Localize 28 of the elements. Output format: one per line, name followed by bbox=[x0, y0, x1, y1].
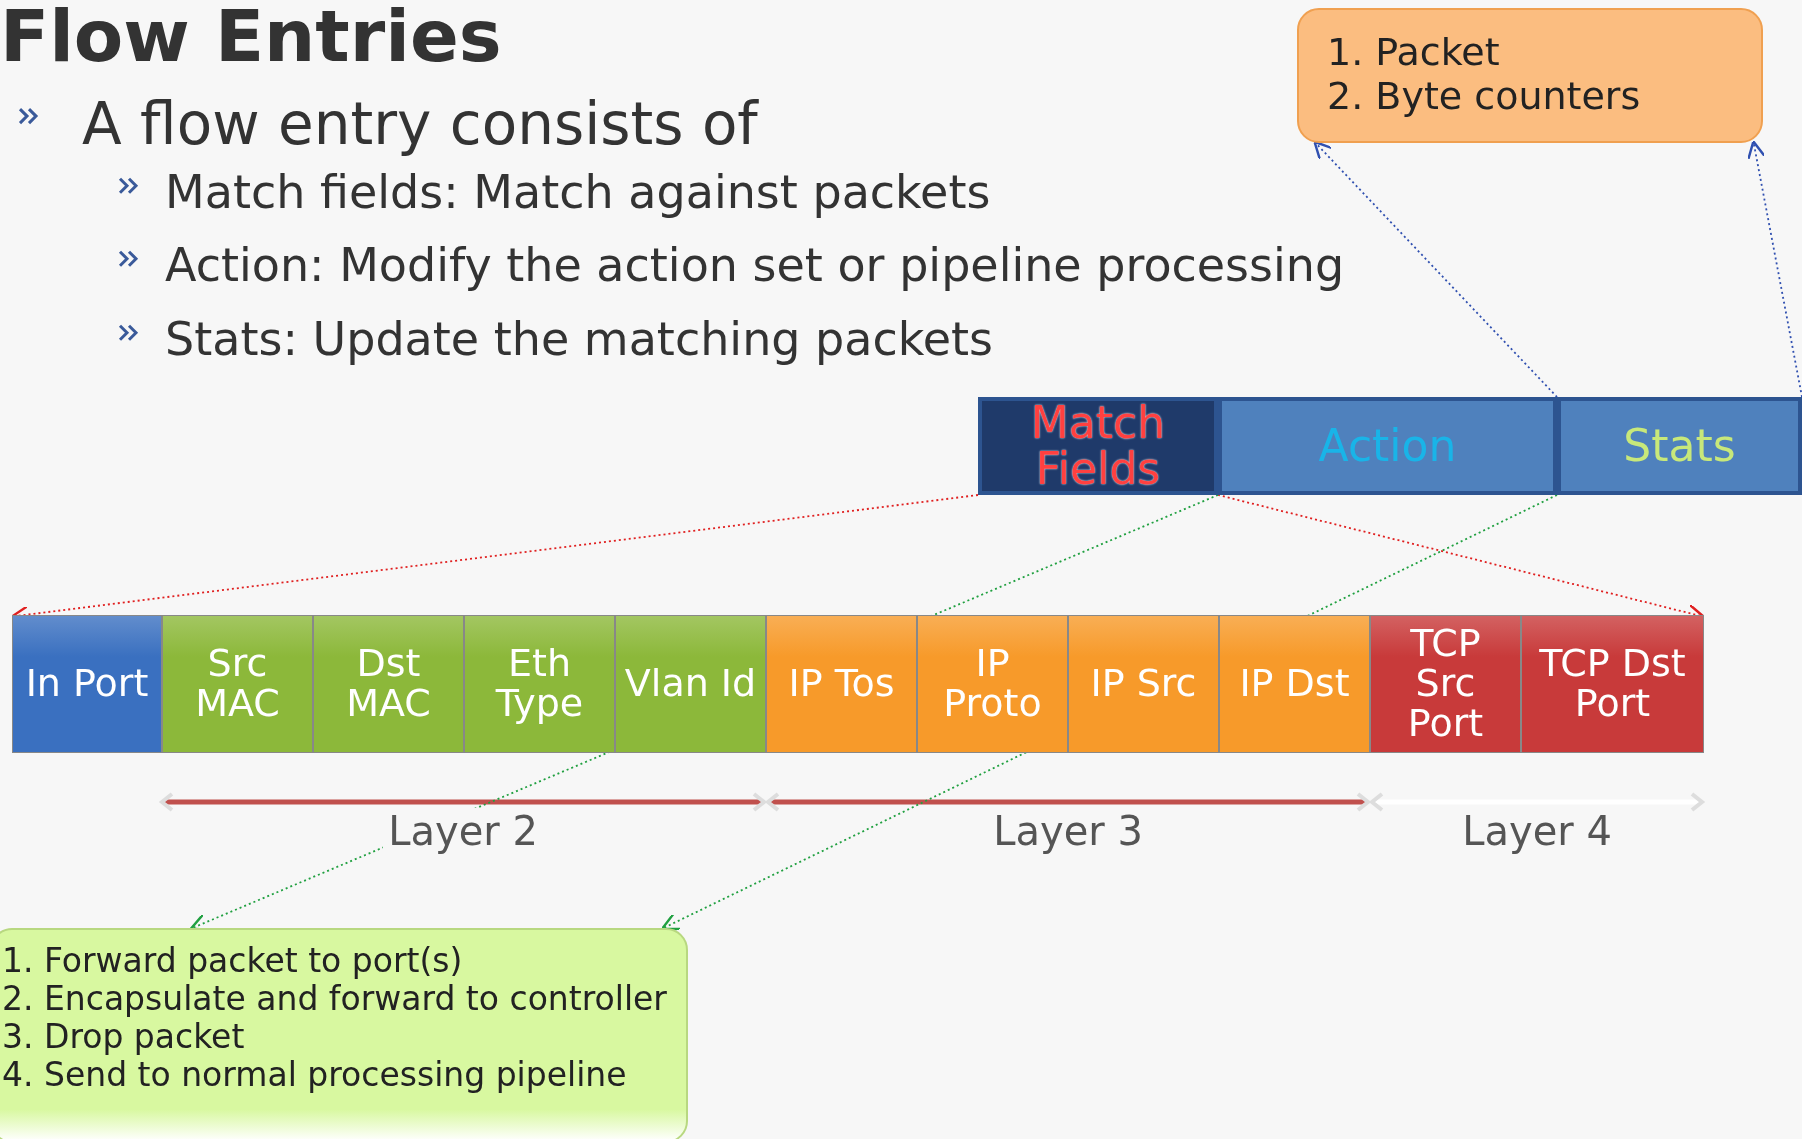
list-item: 4. Send to normal processing pipeline bbox=[2, 1055, 628, 1094]
entry-field-cell: Stats bbox=[1557, 397, 1802, 495]
callout-box bbox=[1297, 8, 1763, 143]
list-item: 3. Drop packet bbox=[2, 1017, 246, 1056]
match-field-cell: Vlan Id bbox=[615, 615, 766, 753]
list-item: 1. Packet bbox=[1327, 30, 1501, 74]
match-field-cell: IP Proto bbox=[917, 615, 1068, 753]
entry-field-cell: Match Fields bbox=[978, 397, 1218, 495]
match-field-cell: IP Src bbox=[1068, 615, 1219, 753]
match-field-cell: Dst MAC bbox=[313, 615, 464, 753]
callout-box bbox=[0, 928, 688, 1139]
leader-arrow bbox=[1313, 140, 1558, 398]
match-field-cell: IP Tos bbox=[766, 615, 917, 753]
match-field-cell: TCP Dst Port bbox=[1521, 615, 1704, 753]
match-field-cell: Src MAC bbox=[162, 615, 313, 753]
bullet-text: Action: Modify the action set or pipeline processing bbox=[165, 238, 1345, 292]
match-field-cell: Eth Type bbox=[464, 615, 615, 753]
match-field-cell: IP Dst bbox=[1219, 615, 1370, 753]
slide-title: Flow Entries bbox=[0, 0, 502, 78]
list-item: 1. Forward packet to port(s) bbox=[2, 942, 464, 980]
leader-arrow bbox=[1747, 140, 1802, 398]
bullet-text: Match fields: Match against packets bbox=[165, 165, 991, 219]
bullet-text: Stats: Update the matching packets bbox=[165, 312, 994, 366]
match-field-cell: TCP Src Port bbox=[1370, 615, 1521, 753]
match-field-cell: In Port bbox=[12, 615, 162, 753]
list-item: 2. Byte counters bbox=[1327, 74, 1642, 118]
list-item: 2. Encapsulate and forward to controller bbox=[2, 979, 668, 1018]
bullet-text: A flow entry consists of bbox=[82, 90, 758, 158]
